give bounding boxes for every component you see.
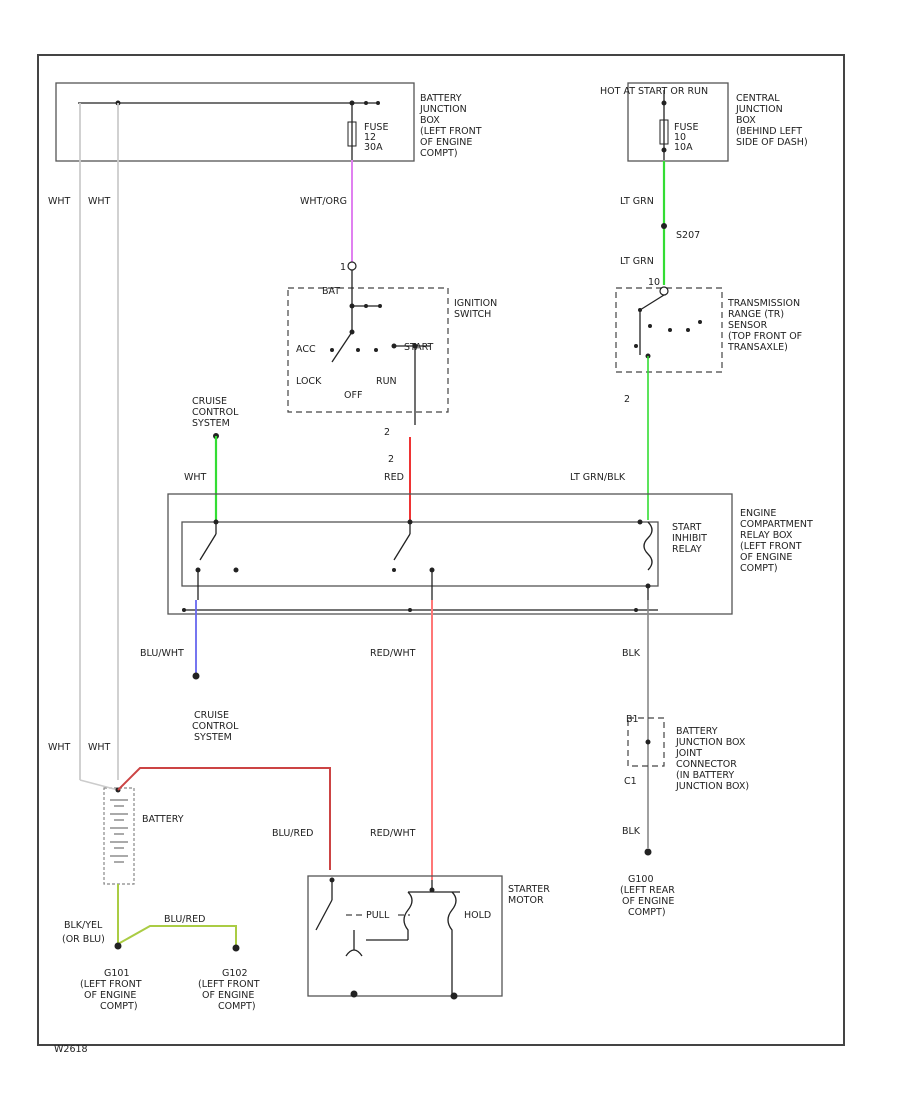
relay-switch-2	[393, 533, 411, 561]
blu-red-ground-wire	[117, 925, 237, 946]
red-wht-label-1: RED/WHT	[370, 648, 416, 659]
starter-relay-label: START INHIBIT RELAY	[672, 522, 710, 555]
tr-sensor-label: TRANSMISSION RANGE (TR) SENSOR (TOP FRON…	[727, 298, 805, 353]
hold-coil	[447, 891, 457, 994]
lt-grn-blk-label: LT GRN/BLK	[570, 472, 626, 483]
fuse-12-label: FUSE 12 30A	[364, 122, 391, 153]
battery-label: BATTERY	[142, 814, 184, 825]
blk-label-2: BLK	[622, 826, 641, 837]
blk-yel-label: BLK/YEL	[64, 920, 103, 931]
pin-c1: C1	[624, 776, 637, 787]
red-label: RED	[384, 472, 404, 483]
wht-label-1: WHT	[48, 196, 71, 207]
fuse-10-label: FUSE 10 10A	[674, 122, 701, 153]
tr-sensor	[615, 287, 723, 373]
blu-wht-label: BLU/WHT	[140, 648, 184, 659]
wht-label-3: WHT	[48, 742, 71, 753]
relay-coil	[643, 521, 653, 571]
ign-pin-1: 1	[340, 262, 346, 273]
lt-grn-label-2: LT GRN	[620, 256, 654, 267]
wht-org-label: WHT/ORG	[300, 196, 347, 207]
wht-label-2: WHT	[88, 196, 111, 207]
ign-start-label: START	[404, 342, 434, 353]
fuse-12	[347, 121, 357, 147]
starter-motor-icon	[345, 949, 363, 957]
red-pin: 2	[388, 454, 394, 465]
starter-solenoid-contact	[315, 899, 333, 931]
starter-relay-block	[181, 521, 659, 587]
g102-label: G102 (LEFT FRONT OF ENGINE COMPT)	[198, 968, 263, 1012]
pin-b1: B1	[626, 714, 639, 725]
g100-label: G100 (LEFT REAR OF ENGINE COMPT)	[620, 874, 678, 918]
hold-label: HOLD	[464, 910, 491, 921]
pull-coil	[403, 891, 413, 940]
ignition-switch	[287, 287, 449, 413]
ign-off-label: OFF	[344, 390, 362, 401]
blu-red-wire	[117, 767, 331, 870]
battery	[103, 787, 135, 885]
pull-label: PULL	[366, 910, 390, 921]
battery-junction-box	[55, 82, 415, 162]
central-jb-label: CENTRAL JUNCTION BOX (BEHIND LEFT SIDE O…	[735, 93, 808, 148]
or-blu-label: (OR BLU)	[62, 934, 105, 945]
cruise-wht-label: WHT	[184, 472, 207, 483]
starter-motor	[307, 875, 503, 997]
blu-red-label: BLU/RED	[272, 828, 313, 839]
g101-label: G101 (LEFT FRONT OF ENGINE COMPT)	[80, 968, 145, 1012]
cruise-switch-label: CRUISE CONTROL SYSTEM	[192, 396, 241, 429]
relay-box	[167, 493, 733, 615]
ign-bat-label: BAT	[322, 286, 340, 297]
ignition-switch-label: IGNITION SWITCH	[454, 298, 500, 320]
bat-jb-joint-label: BATTERY JUNCTION BOX JOINT CONNECTOR (IN…	[675, 726, 749, 792]
starter-motor-label: STARTER MOTOR	[508, 884, 553, 906]
red-wht-label-2: RED/WHT	[370, 828, 416, 839]
fuse-10	[659, 119, 669, 145]
bat-jb-joint-connector	[627, 717, 665, 767]
ign-acc-label: ACC	[296, 344, 316, 355]
splice-s207	[661, 223, 667, 229]
central-junction-box	[627, 82, 729, 162]
ignition-switch-blade	[331, 331, 353, 363]
ign-run-label: RUN	[376, 376, 397, 387]
diagram-frame	[37, 54, 845, 1046]
ign-pin-2: 2	[384, 427, 390, 438]
central-jb-head: HOT AT START OR RUN	[600, 86, 708, 97]
relay-switch-1	[199, 533, 217, 561]
ign-lock-label: LOCK	[296, 376, 322, 387]
battery-junction-box-label: BATTERY JUNCTION BOX (LEFT FRONT OF ENGI…	[419, 93, 485, 159]
diagram-id: W2618	[54, 1044, 88, 1055]
tr-pin-10: 10	[648, 277, 660, 288]
wht-label-4: WHT	[88, 742, 111, 753]
blk-label-1: BLK	[622, 648, 641, 659]
lt-grn-label-1: LT GRN	[620, 196, 654, 207]
blu-red-label-2: BLU/RED	[164, 914, 205, 925]
relay-box-label: ENGINE COMPARTMENT RELAY BOX (LEFT FRONT…	[740, 508, 816, 574]
s207-label: S207	[676, 230, 700, 241]
cruise-system-label: CRUISE CONTROL SYSTEM	[192, 710, 241, 743]
tr-pin-2: 2	[624, 394, 630, 405]
